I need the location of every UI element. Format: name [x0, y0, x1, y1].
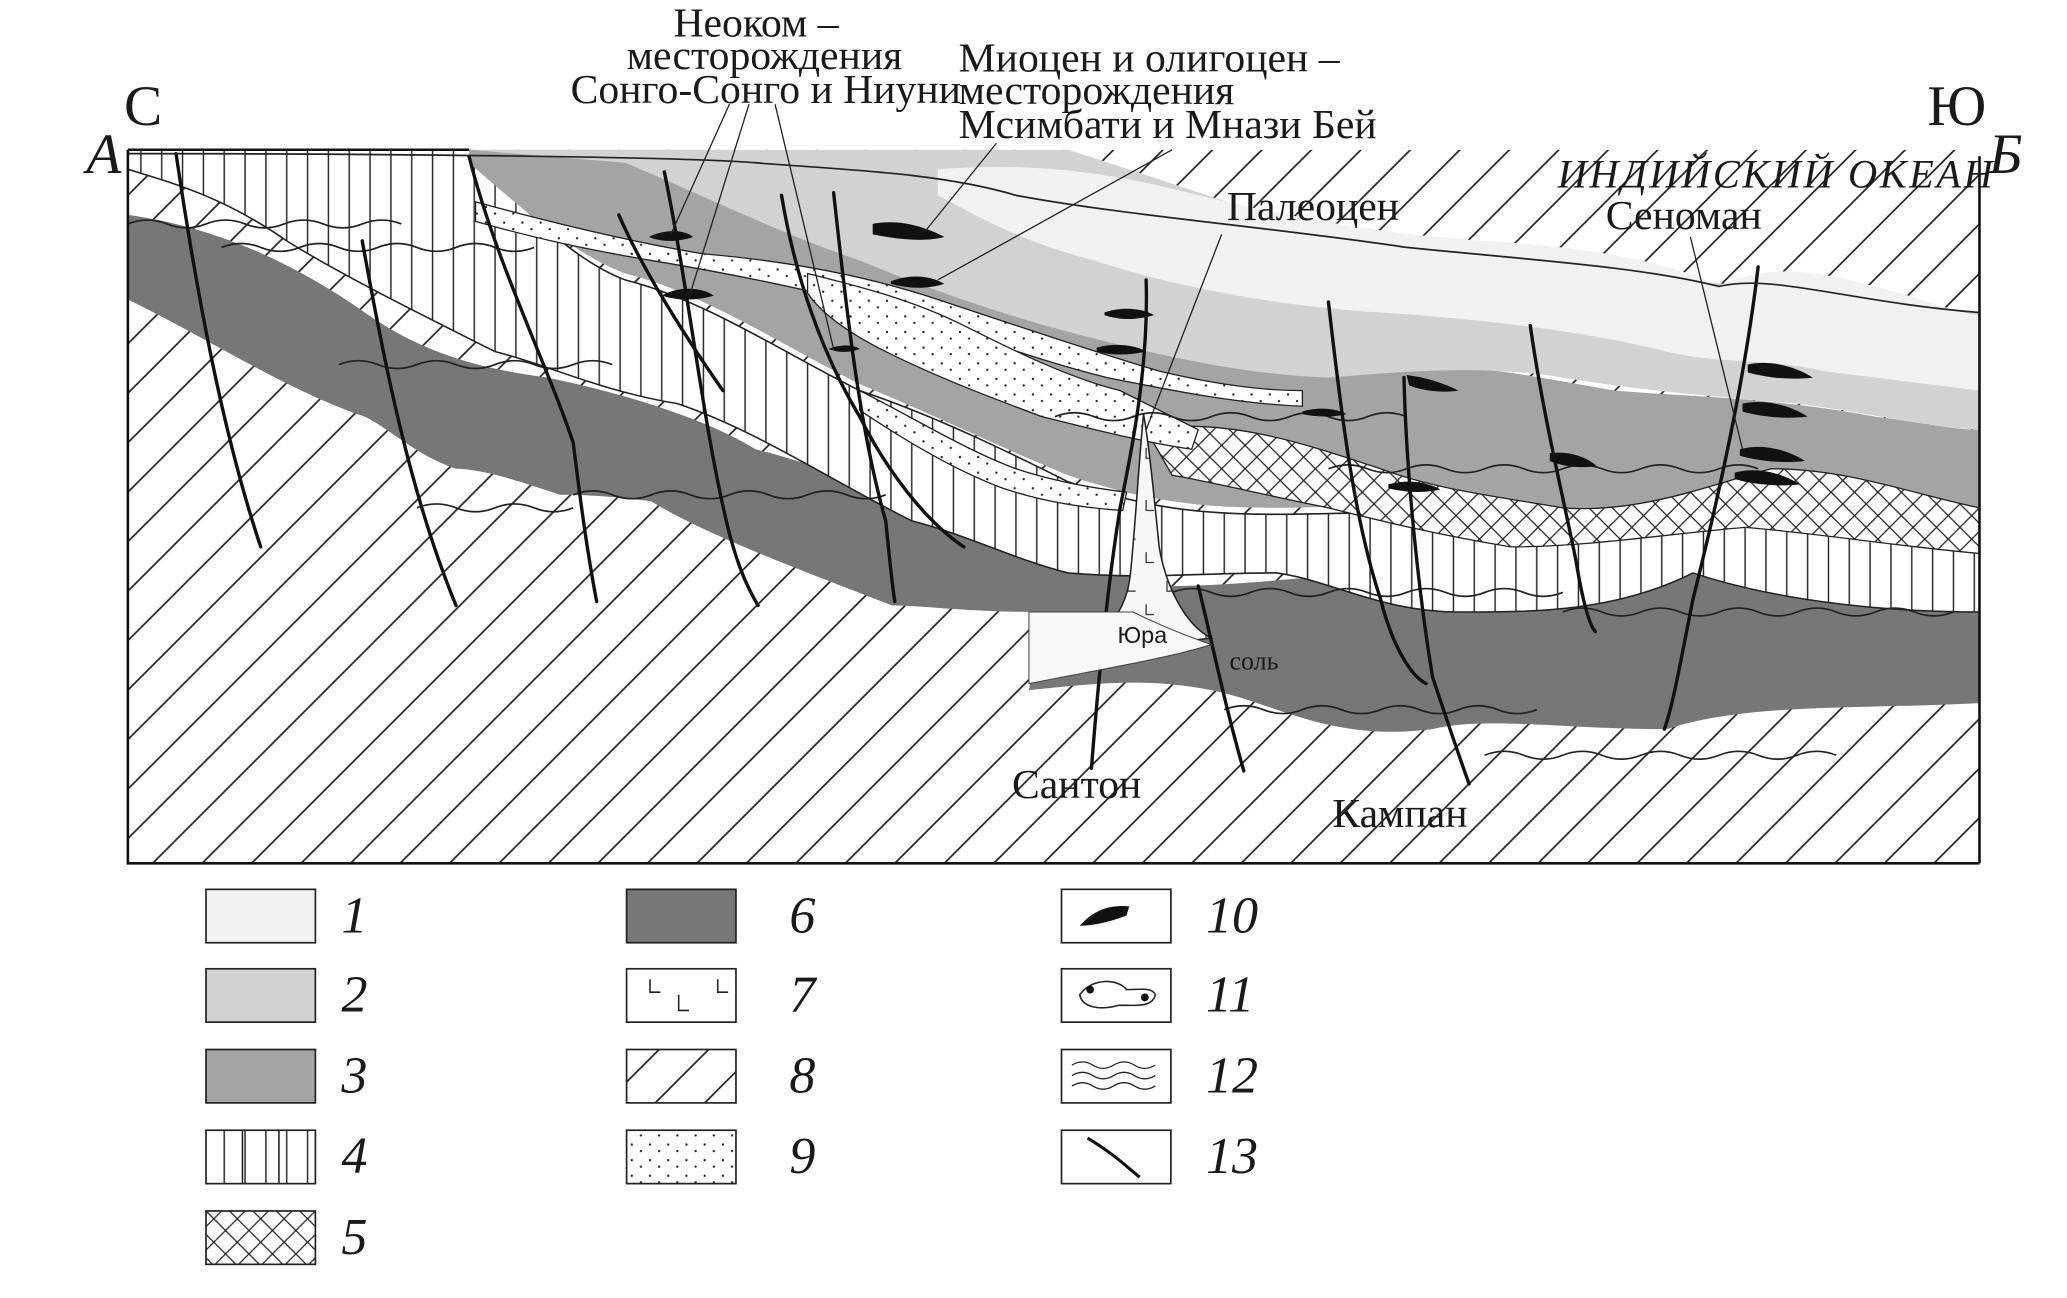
legend-number-5: 5 [341, 1209, 367, 1266]
legend-number-11: 11 [1206, 967, 1254, 1024]
layer-9-sand-3 [859, 389, 1128, 512]
miocene-callout-line-3: Мсимбати и Мнази Бей [959, 102, 1377, 148]
legend-swatch-8 [625, 1048, 737, 1104]
legend-number-4: 4 [341, 1128, 367, 1185]
legend-number-10: 10 [1206, 887, 1258, 944]
neocomian-callout-line-3: Сонго-Сонго и Ниуни [571, 67, 961, 113]
layer-4-band [127, 149, 1980, 613]
unconformity-lines [127, 219, 1954, 760]
miocene-callout-line-1: Миоцен и олигоцен – [959, 36, 1341, 82]
legend-swatch-9 [625, 1129, 737, 1185]
legend-number-9: 9 [789, 1128, 815, 1185]
legend-item-11: 11 [1060, 967, 1254, 1024]
legend-item-9: 9 [625, 1128, 815, 1185]
legend-item-7: 7 [625, 967, 817, 1024]
legend-item-8: 8 [625, 1047, 815, 1104]
campanian-label: Кампан [1332, 791, 1467, 837]
paleocene-label: Палеоцен [1227, 184, 1399, 230]
layer-9-sand-2 [806, 272, 1200, 450]
point-a-label: А [82, 123, 122, 186]
legend-item-12: 12 [1060, 1047, 1258, 1104]
gas-deposits [648, 222, 1813, 492]
fault-lines [174, 151, 1760, 786]
miocene-callout-line-2: месторождения [959, 68, 1235, 114]
legend-item-10: 10 [1060, 887, 1258, 944]
legend-number-13: 13 [1206, 1128, 1258, 1185]
neocomian-callout-line-1: Неоком – [673, 0, 839, 46]
legend-item-2: 2 [205, 967, 367, 1024]
legend-item-4: 4 [205, 1128, 367, 1185]
legend-number-8: 8 [789, 1047, 815, 1104]
north-label: С [124, 75, 162, 138]
layer-5-crosshatch [1145, 425, 1980, 555]
legend-item-13: 13 [1060, 1128, 1258, 1185]
jurassic-label: Юра [1117, 622, 1168, 648]
layer-1-band [937, 166, 1980, 391]
south-label: Ю [1927, 75, 1986, 138]
legend-swatch-1 [205, 888, 317, 944]
ocean-label: ИНДИЙСКИЙ ОКЕАН [1557, 152, 1996, 197]
legend-item-5: 5 [205, 1209, 367, 1266]
legend-item-6: 6 [625, 887, 815, 944]
legend-number-1: 1 [341, 887, 367, 944]
santonian-label: Сантон [1012, 762, 1141, 808]
legend-swatch-7 [625, 967, 737, 1024]
legend-number-12: 12 [1206, 1047, 1258, 1104]
legend-number-3: 3 [340, 1047, 367, 1104]
legend-number-6: 6 [789, 887, 815, 944]
section-frame [126, 148, 1981, 865]
legend-swatch-5 [205, 1210, 317, 1266]
legend-item-3: 3 [205, 1047, 367, 1104]
leader-lines [670, 103, 1744, 450]
legend-number-2: 2 [341, 967, 367, 1024]
legend-swatch-6 [625, 888, 737, 944]
legend-swatch-2 [205, 967, 317, 1024]
legend-item-1: 1 [205, 887, 367, 944]
legend-swatch-3 [205, 1048, 317, 1104]
legend-swatch-4 [205, 1129, 317, 1185]
sea-floor-line [127, 152, 1980, 314]
neocomian-callout-line-2: месторождения [627, 33, 903, 79]
layer-3-band [469, 149, 1980, 522]
salt-label: соль [1229, 646, 1278, 675]
point-b-label: Б [1988, 123, 2023, 186]
legend-swatch-12 [1060, 1048, 1172, 1104]
jurassic-block [1028, 611, 1213, 685]
cross-section-body [127, 149, 1980, 864]
cenomanian-label: Сеноман [1606, 193, 1762, 239]
legend-number-7: 7 [789, 967, 817, 1024]
